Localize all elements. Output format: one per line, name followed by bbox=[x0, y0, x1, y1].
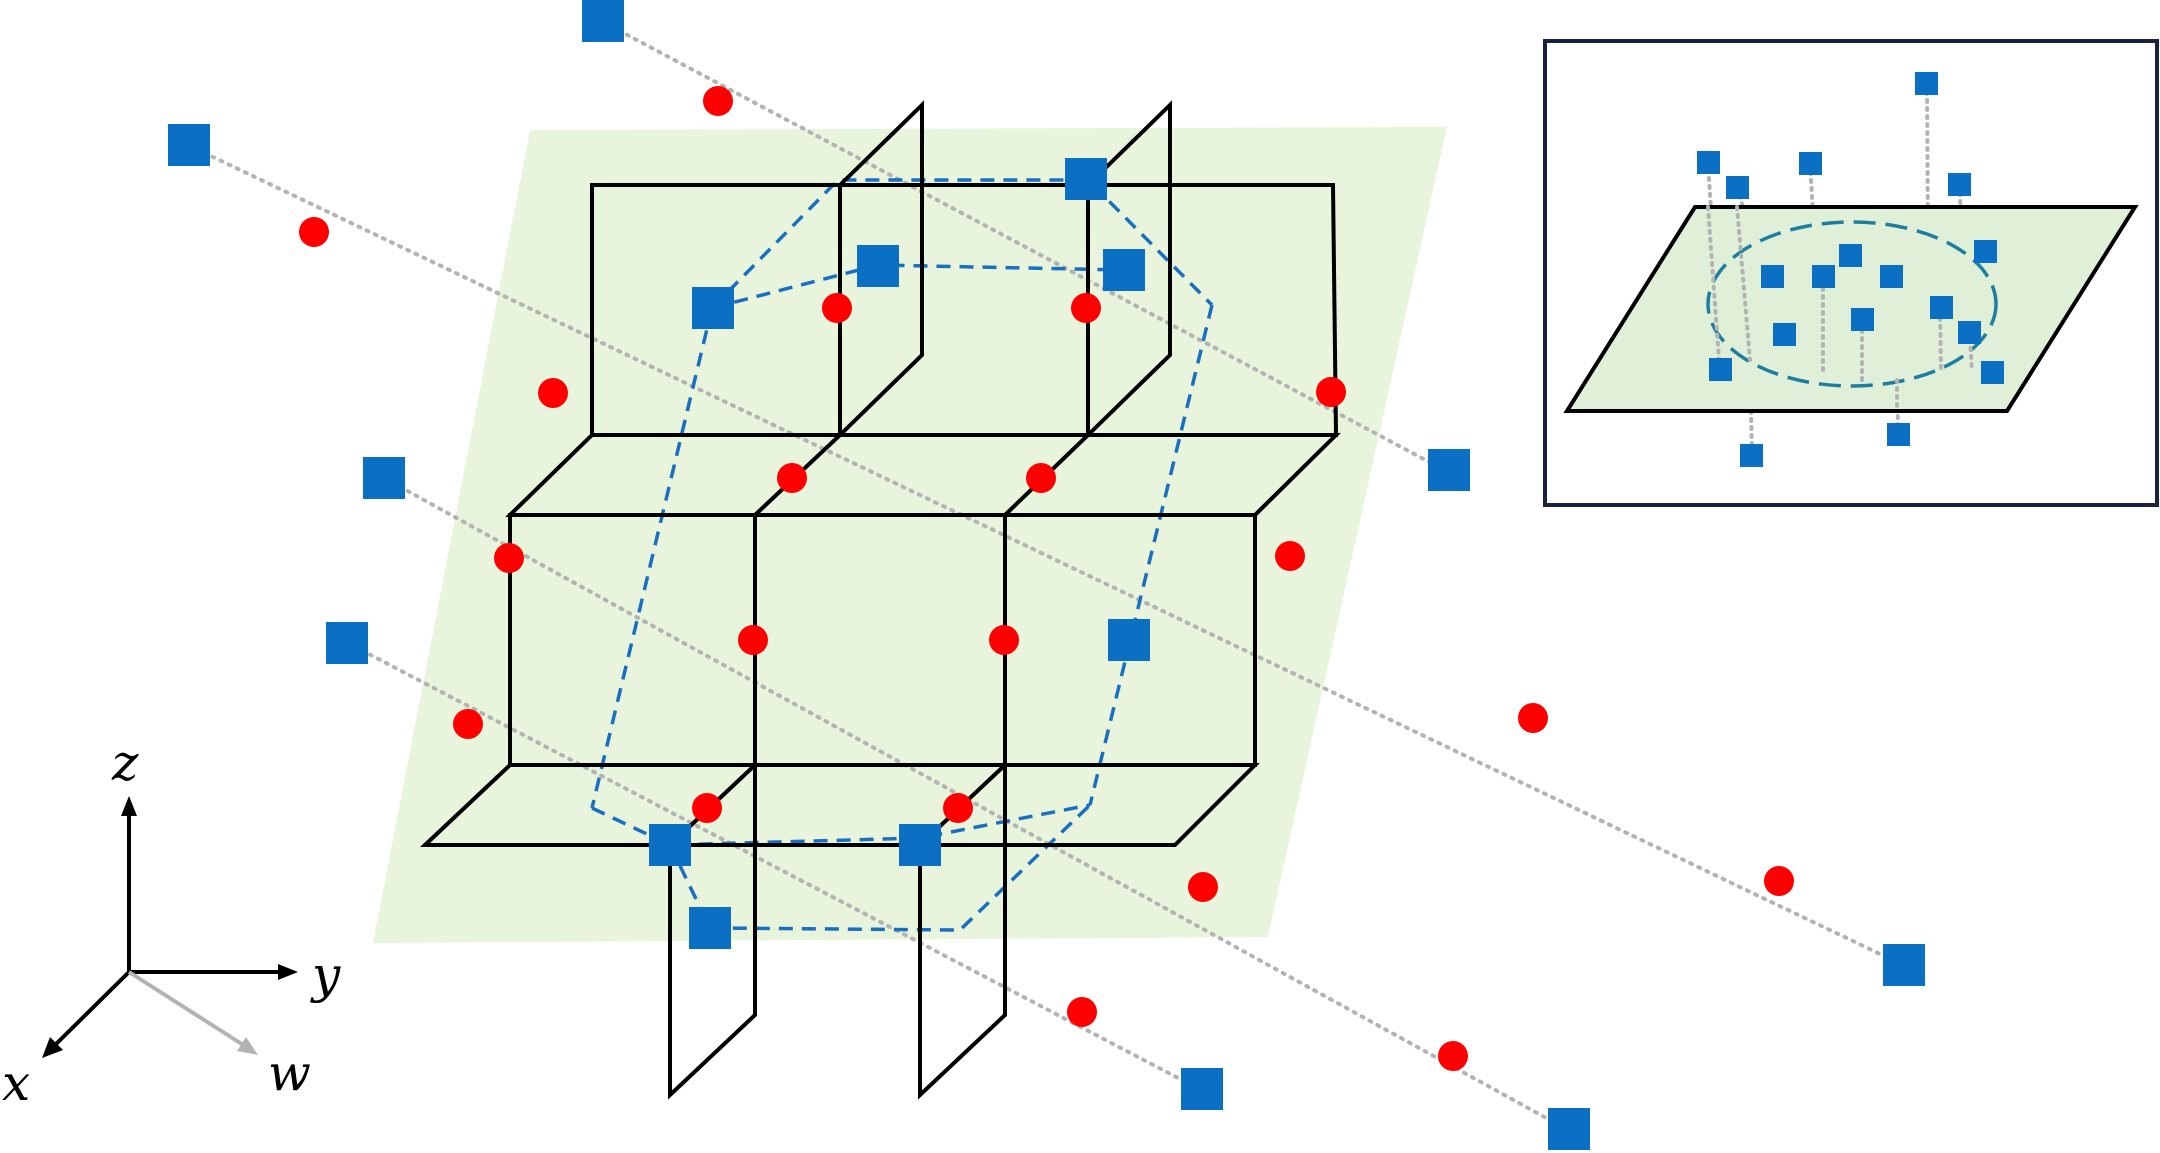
blue-square-marker bbox=[857, 245, 899, 287]
blue-square-marker bbox=[1799, 152, 1822, 175]
z-axis-label: z bbox=[111, 734, 139, 792]
blue-square-marker bbox=[326, 622, 368, 664]
red-dot-marker bbox=[1188, 872, 1218, 902]
red-dot-marker bbox=[1067, 997, 1097, 1027]
blue-square-marker bbox=[649, 824, 691, 866]
dashed-outline-upper bbox=[710, 178, 1214, 310]
blue-square-marker bbox=[1839, 244, 1862, 267]
red-dots bbox=[299, 86, 1794, 1071]
blue-square-marker bbox=[1697, 151, 1720, 174]
dashed-outline-right bbox=[1088, 304, 1214, 806]
dotted-line bbox=[344, 640, 1203, 1092]
blue-square-marker bbox=[1851, 308, 1874, 331]
inset-dotted-line bbox=[1735, 205, 1752, 362]
red-dot-marker bbox=[989, 625, 1019, 655]
blue-square-marker bbox=[1740, 444, 1763, 467]
inset-dotted-line bbox=[1895, 358, 1900, 437]
top-right-fin bbox=[1086, 100, 1172, 437]
blue-square-marker bbox=[1974, 240, 1997, 263]
dashed-outline-bottom bbox=[668, 803, 1092, 932]
blue-square-marker bbox=[689, 907, 731, 949]
red-dot-marker bbox=[943, 793, 973, 823]
red-dot-marker bbox=[494, 543, 524, 573]
y-arrowhead-icon bbox=[278, 964, 298, 980]
blue-square-marker bbox=[1812, 265, 1835, 288]
red-dot-marker bbox=[1438, 1041, 1468, 1071]
blue-square-marker bbox=[1108, 619, 1150, 661]
blue-square-marker bbox=[1773, 323, 1796, 346]
blue-square-marker bbox=[1948, 173, 1971, 196]
blue-square-marker bbox=[1883, 944, 1925, 986]
dotted-line bbox=[186, 143, 1905, 967]
bottom-right-fin bbox=[918, 765, 1007, 1100]
blue-square-marker bbox=[1428, 449, 1470, 491]
x-arrowhead-icon bbox=[42, 1037, 63, 1058]
red-dot-marker bbox=[1071, 293, 1101, 323]
y-axis-label: y bbox=[310, 946, 341, 1004]
blue-square-marker bbox=[1761, 265, 1784, 288]
inset-dotted-line bbox=[1968, 338, 1974, 372]
blue-square-marker bbox=[1880, 265, 1903, 288]
green-plane bbox=[373, 127, 1447, 943]
blue-square-marker bbox=[1887, 423, 1910, 446]
w-axis-label: w bbox=[268, 1044, 311, 1102]
blue-square-marker bbox=[1709, 358, 1732, 381]
blue-square-marker bbox=[168, 124, 210, 166]
inset-dotted-line bbox=[1938, 308, 1943, 372]
dotted-line bbox=[382, 476, 1570, 1132]
blue-square-marker bbox=[1915, 72, 1938, 95]
red-dot-marker bbox=[777, 463, 807, 493]
red-dot-marker bbox=[538, 378, 568, 408]
dotted-line bbox=[601, 20, 1450, 474]
x-axis-line bbox=[50, 970, 131, 1050]
blue-square-marker bbox=[1181, 1068, 1223, 1110]
w-arrowhead-icon bbox=[237, 1037, 258, 1055]
blue-square-marker bbox=[692, 287, 734, 329]
red-dot-marker bbox=[453, 709, 483, 739]
x-axis-label: x bbox=[2, 1054, 30, 1112]
blue-square-marker bbox=[1930, 296, 1953, 319]
red-dot-marker bbox=[1518, 703, 1548, 733]
blue-square-marker bbox=[1065, 158, 1107, 200]
bottom-left-fin bbox=[668, 765, 757, 1100]
dashed-outline-left bbox=[590, 307, 714, 809]
z-arrowhead-icon bbox=[121, 796, 137, 816]
red-dot-marker bbox=[1275, 541, 1305, 571]
blue-square-marker bbox=[1958, 321, 1981, 344]
dotted-lines bbox=[186, 20, 1905, 1132]
inset-dotted-line bbox=[1706, 205, 1721, 362]
inset-dotted-on-plane bbox=[1706, 205, 1974, 413]
red-dot-marker bbox=[692, 793, 722, 823]
red-dot-marker bbox=[703, 86, 733, 116]
red-dot-marker bbox=[1026, 463, 1056, 493]
blue-square-marker bbox=[363, 457, 405, 499]
blue-square-marker bbox=[1726, 176, 1749, 199]
blue-square-marker bbox=[899, 824, 941, 866]
blue-square-marker bbox=[1548, 1108, 1590, 1150]
inset-ellipse bbox=[1706, 220, 1998, 388]
blue-square-marker bbox=[582, 0, 624, 42]
inset-panel bbox=[1543, 39, 2159, 507]
red-dot-marker bbox=[1764, 866, 1794, 896]
red-dot-marker bbox=[822, 293, 852, 323]
coordinate-axes: z y x w bbox=[2, 734, 341, 1112]
w-axis-line bbox=[127, 970, 250, 1050]
red-dot-marker bbox=[738, 625, 768, 655]
red-dot-marker bbox=[299, 217, 329, 247]
blue-square-marker bbox=[1981, 361, 2004, 384]
red-dot-marker bbox=[1316, 377, 1346, 407]
blue-square-marker bbox=[1103, 249, 1145, 291]
top-left-fin bbox=[838, 100, 924, 437]
blue-squares bbox=[168, 0, 1925, 1150]
inset-squares bbox=[1697, 72, 2004, 467]
